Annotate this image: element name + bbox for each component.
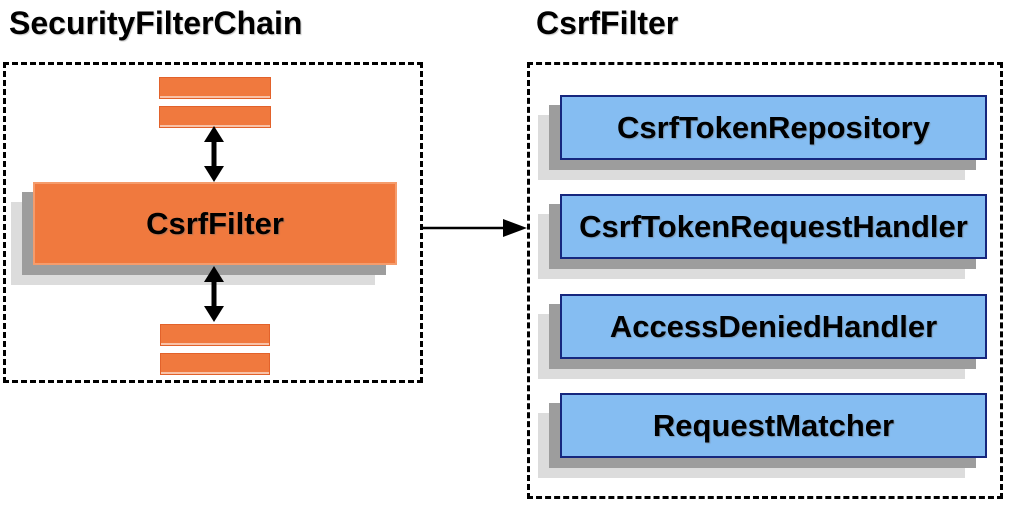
csrf-token-request-handler-box: CsrfTokenRequestHandler — [538, 194, 987, 279]
component-label: CsrfTokenRepository — [560, 95, 987, 160]
component-label: AccessDeniedHandler — [560, 294, 987, 359]
bidirectional-arrow-icon — [204, 126, 224, 182]
component-label: RequestMatcher — [560, 393, 987, 458]
security-filter-chain-title: SecurityFilterChain — [9, 5, 303, 41]
bidirectional-arrow-icon — [204, 266, 224, 322]
request-matcher-box: RequestMatcher — [538, 393, 987, 478]
csrf-filter-box-label: CsrfFilter — [33, 182, 397, 265]
security-filter-chain-boundary — [3, 62, 423, 383]
component-label: CsrfTokenRequestHandler — [560, 194, 987, 259]
filter-placeholder-bar — [160, 324, 270, 346]
access-denied-handler-box: AccessDeniedHandler — [538, 294, 987, 379]
csrf-filter-title: CsrfFilter — [536, 5, 679, 41]
filter-placeholder-bar — [159, 106, 271, 128]
csrf-token-repository-box: CsrfTokenRepository — [538, 95, 987, 180]
csrf-filter-box: CsrfFilter — [11, 182, 397, 285]
flow-arrow-icon — [423, 219, 527, 237]
filter-placeholder-bar — [160, 353, 270, 375]
csrf-filter-boundary — [527, 62, 1003, 499]
filter-placeholder-bar — [159, 77, 271, 99]
